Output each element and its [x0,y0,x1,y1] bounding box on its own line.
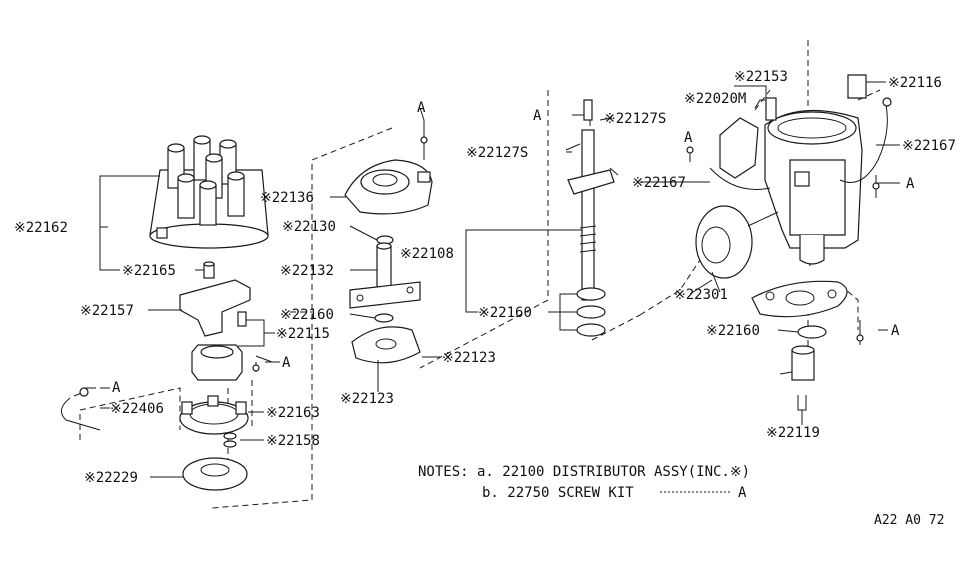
distributor-housing-drawing [764,109,863,265]
part-labels: ※22162 ※22165 ※22157 ※22115 ※22406 ※2216… [14,69,956,486]
washer-22160a-drawing [374,313,394,323]
clip-drawing [60,387,101,431]
pickup-coil-drawing [179,395,249,435]
label-22119: ※22119 [766,425,820,441]
reluctor-drawing [191,311,247,381]
governor-weights-drawing [351,326,421,380]
label-22406: ※22406 [110,401,164,417]
breaker-plate-drawing [344,159,433,215]
housing-plate-drawing [182,457,248,491]
grommet-22116-drawing [847,74,867,99]
washer-22160c-drawing [797,325,827,339]
vacuum-controller-drawing [695,205,779,293]
label-22167-a: ※22167 [902,138,956,154]
terminal-22153-drawing [765,97,777,121]
label-22115: ※22115 [276,326,330,342]
label-22123-a: ※22123 [442,350,496,366]
label-22160-c: ※22160 [706,323,760,339]
ref-a-left-clip: A [112,380,121,396]
notes-line-2: b. 22750 SCREW KIT [482,485,634,501]
distributor-shaft-drawing [567,99,615,301]
label-22162: ※22162 [14,220,68,236]
screw-kit-refs: A A A A A A A [112,100,915,396]
label-22160-b: ※22160 [478,305,532,321]
label-22108: ※22108 [400,246,454,262]
condenser-drawing [719,117,759,179]
label-22229: ※22229 [84,470,138,486]
label-22127s-b: ※22127S [604,111,666,127]
label-22167-b: ※22167 [632,175,686,191]
washer-stack-drawing [223,432,237,448]
label-22160-a: ※22160 [280,307,334,323]
label-22116: ※22116 [888,75,942,91]
ref-a-shaft: A [533,108,542,124]
ref-a-housing: A [906,176,915,192]
ref-a-top-center: A [417,100,426,116]
label-22132: ※22132 [280,263,334,279]
mount-plate-drawing [751,280,848,318]
notes-ref-a: A [738,485,747,501]
assembly-guide-lines [79,40,881,509]
ref-a-condenser: A [684,130,693,146]
diagram-code: A22 A0 72 [874,513,944,528]
collar-22119-drawing [779,345,815,381]
rotor-drawing [179,279,251,337]
label-22165: ※22165 [122,263,176,279]
label-22127s-a: ※22127S [466,145,528,161]
label-22123-b: ※22123 [340,391,394,407]
label-22153: ※22153 [734,69,788,85]
label-22130: ※22130 [282,219,336,235]
label-22301: ※22301 [674,287,728,303]
distributor-cap-drawing [149,135,269,249]
label-22163: ※22163 [266,405,320,421]
leader-lines [84,81,900,478]
ref-a-mount: A [891,323,900,339]
carbon-point-drawing [203,261,215,279]
label-22158: ※22158 [266,433,320,449]
bolt-symbols [252,120,880,372]
label-22020m: ※22020M [684,91,746,107]
ref-a-pickup: A [282,355,291,371]
screw-drawings [565,143,619,176]
notes-block: NOTES: a. 22100 DISTRIBUTOR ASSY(INC.※) … [418,464,750,501]
label-22136: ※22136 [260,190,314,206]
label-22157: ※22157 [80,303,134,319]
notes-line-1: NOTES: a. 22100 DISTRIBUTOR ASSY(INC.※) [418,464,750,480]
governor-shaft-drawing [349,242,421,309]
wire-22167-drawing [709,97,892,190]
washer-22160b-drawing [576,287,606,337]
